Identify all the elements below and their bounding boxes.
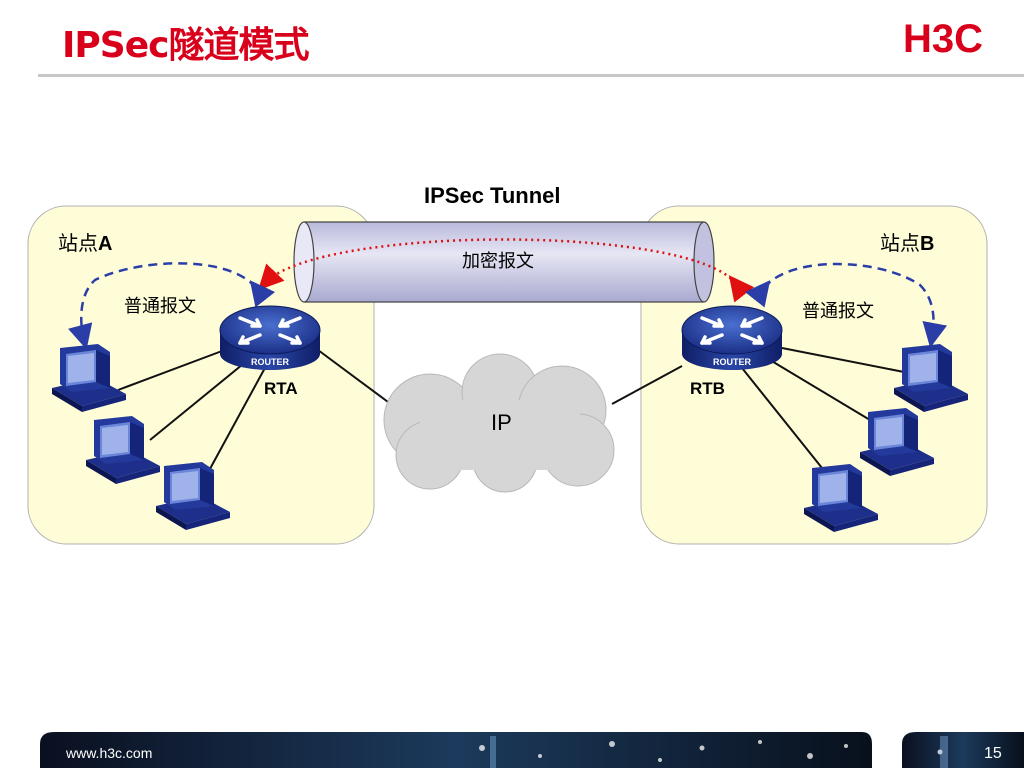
site-b-letter: B <box>920 233 935 255</box>
site-b-prefix: 站点 <box>880 231 920 255</box>
page-number: 15 <box>984 745 1002 762</box>
site-a-label: 站点A <box>58 227 112 256</box>
page-title: IPSec隧道模式 <box>62 25 309 66</box>
plain-arrow-a <box>68 262 276 350</box>
plain-arrow-b <box>744 262 948 348</box>
plain-packet-label-b: 普通报文 <box>802 301 874 322</box>
ip-cloud-label: IP <box>491 410 512 435</box>
router-rtb-icon: ROUTER <box>681 305 783 370</box>
site-b-label: 站点B <box>880 227 934 256</box>
ip-cloud <box>383 353 615 493</box>
router-rta-label: RTA <box>264 379 298 398</box>
svg-text:ROUTER: ROUTER <box>251 357 290 367</box>
router-rta-icon: ROUTER <box>219 305 321 370</box>
plain-packet-label-a: 普通报文 <box>124 296 196 317</box>
site-a-letter: A <box>98 233 113 255</box>
encrypted-packet-label: 加密报文 <box>462 251 534 272</box>
h3c-logo: H3C <box>903 18 983 58</box>
link-lines <box>117 347 905 479</box>
site-a-prefix: 站点 <box>58 231 98 255</box>
footer-bar <box>40 732 1024 768</box>
svg-text:ROUTER: ROUTER <box>713 357 752 367</box>
router-rtb-label: RTB <box>690 379 725 398</box>
svg-text:H3C: H3C <box>903 18 983 58</box>
tunnel-label: IPSec Tunnel <box>424 183 561 208</box>
title-divider <box>38 74 1024 77</box>
footer-url: www.h3c.com <box>66 745 153 761</box>
